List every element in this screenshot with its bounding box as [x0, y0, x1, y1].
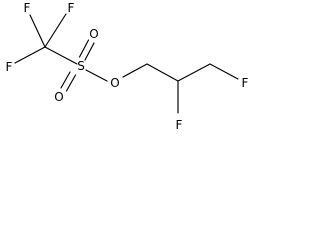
atom-f-end: F: [242, 76, 249, 90]
atom-f-mid: F: [176, 118, 183, 132]
atom-f2: F: [6, 60, 13, 74]
bond-c3-c4: [177, 63, 211, 82]
atom-labels: F F F S O O O F F: [6, 1, 249, 132]
atom-s: S: [77, 59, 85, 73]
bond-c4-f-end: [209, 63, 239, 80]
atom-f3: F: [68, 1, 75, 15]
bond-o-c2: [122, 63, 148, 78]
bond-s-o1-a: [78, 39, 90, 58]
bond-s-o2-a: [60, 71, 71, 89]
bond-c1-f3: [44, 13, 67, 48]
atom-f1: F: [24, 1, 31, 15]
bond-c1-f2: [14, 46, 46, 64]
bond-c2-c3: [146, 63, 179, 82]
atom-o1: O: [89, 27, 98, 41]
bond-s-o2-b: [65, 74, 77, 92]
bond-s-o-ester: [85, 69, 108, 82]
structure-diagram: F F F S O O O F F: [6, 1, 249, 132]
atom-o2: O: [54, 90, 63, 104]
bond-c1-f1: [29, 14, 46, 48]
bonds: [14, 13, 239, 114]
atom-o-ester: O: [110, 76, 119, 90]
bond-s-o1-b: [84, 42, 95, 61]
bond-c1-s: [44, 46, 78, 65]
